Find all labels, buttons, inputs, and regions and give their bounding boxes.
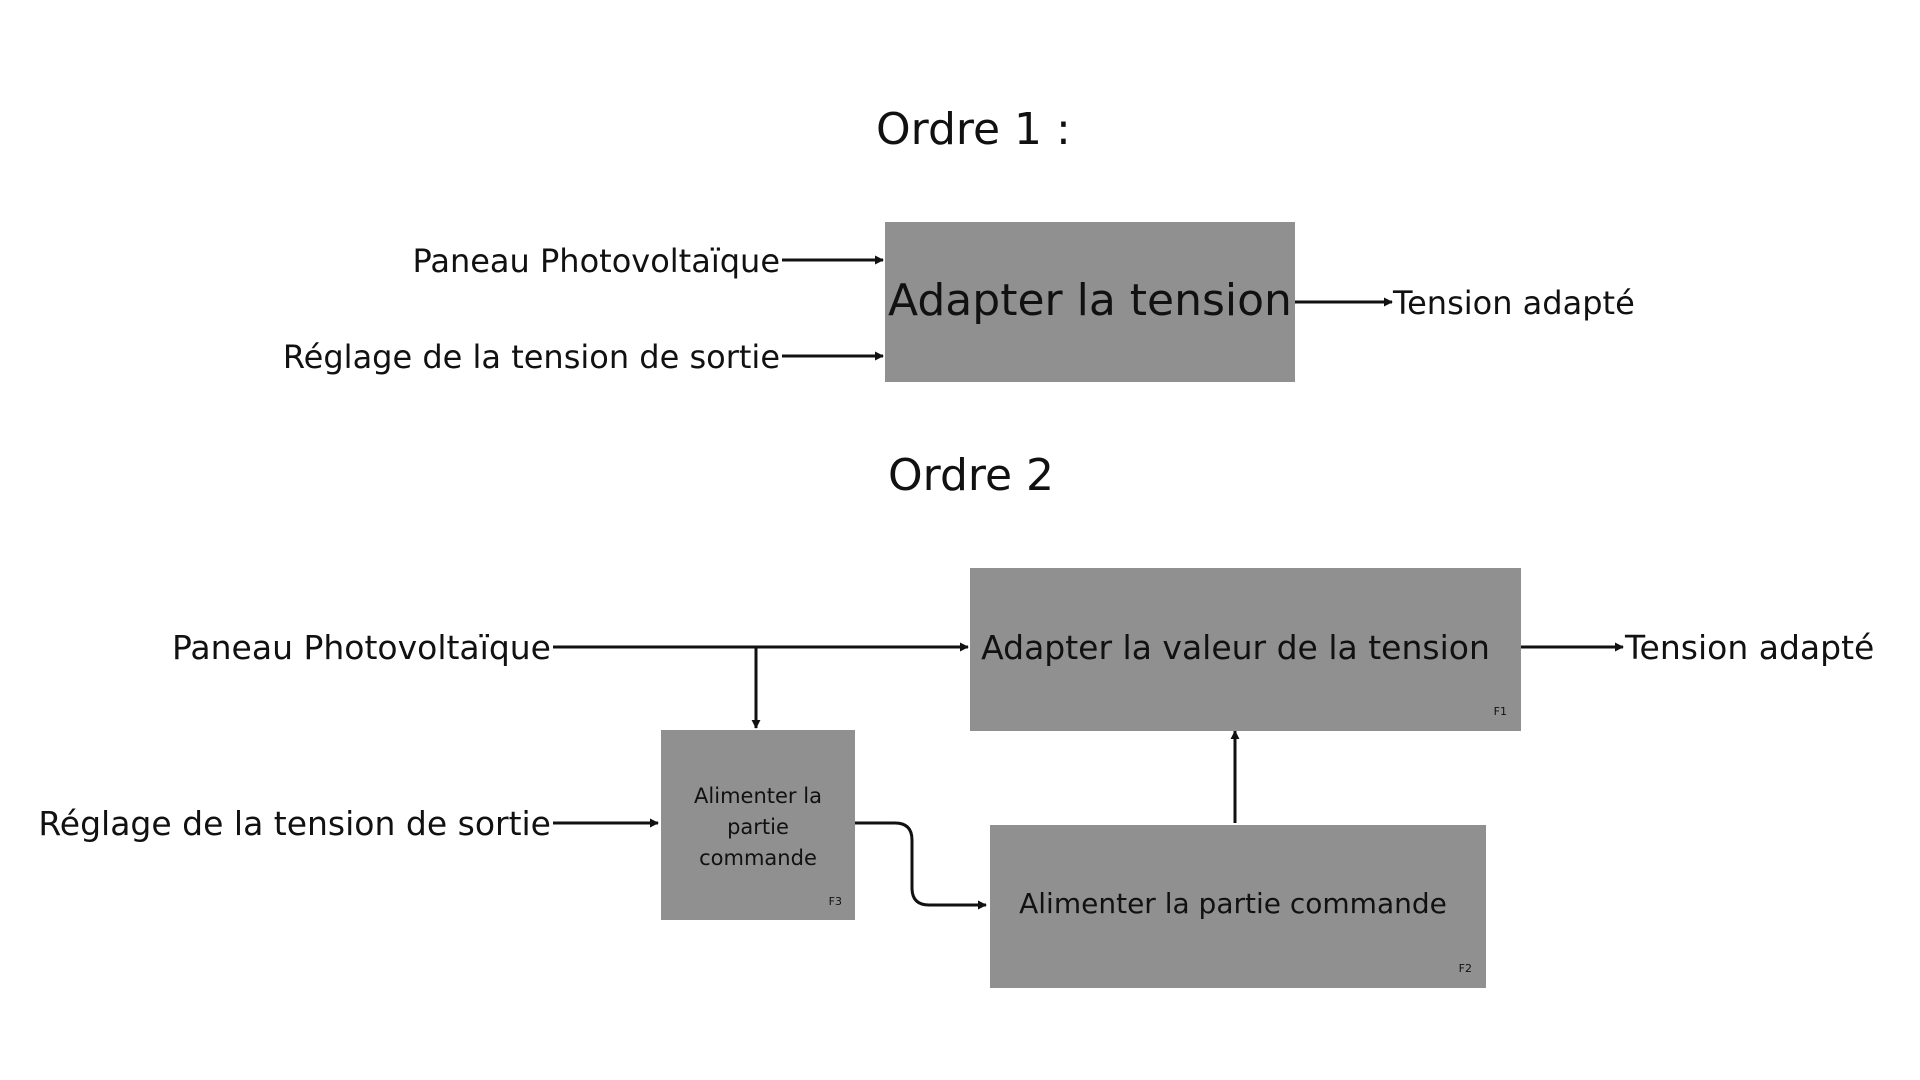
order2-f1-box: Adapter la valeur de la tension F1 — [970, 568, 1521, 731]
order2-f2-box: Alimenter la partie commande F2 — [990, 825, 1486, 988]
order2-heading: Ordre 2 — [888, 450, 1055, 501]
order2-output-label: Tension adapté — [1625, 628, 1875, 667]
order2-f3-to-f2-arrow — [855, 821, 987, 910]
order2-input-setting-label: Réglage de la tension de sortie — [38, 804, 551, 843]
order2-f3-label: Alimenter la partie commande — [661, 781, 855, 874]
order1-heading: Ordre 1 : — [876, 104, 1071, 155]
order2-f3-box: Alimenter la partie commande F3 — [661, 730, 855, 920]
order1-input-pv-label: Paneau Photovoltaïque — [412, 242, 780, 280]
order1-adapt-voltage-box: Adapter la tension — [885, 222, 1295, 382]
order2-input-pv-label: Paneau Photovoltaïque — [171, 628, 551, 667]
order2-f3-label-line-2: partie — [727, 815, 789, 839]
order1-adapt-voltage-label: Adapter la tension — [888, 275, 1292, 326]
order2-f3-label-line-3: commande — [699, 846, 817, 870]
order2-f2-label: Alimenter la partie commande — [1019, 887, 1447, 920]
order1-output-label: Tension adapté — [1393, 284, 1635, 322]
order2-f3-code: F3 — [828, 895, 842, 908]
order2-f1-code: F1 — [1493, 705, 1507, 718]
order2-f1-label: Adapter la valeur de la tension — [981, 628, 1490, 667]
order1-input-setting-label: Réglage de la tension de sortie — [282, 338, 780, 376]
order2-f2-code: F2 — [1458, 962, 1472, 975]
order2-f3-label-line-1: Alimenter la — [694, 784, 822, 808]
